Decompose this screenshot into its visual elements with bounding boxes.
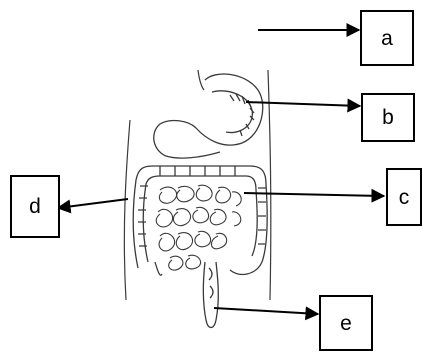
small-intestine [156,185,241,270]
label-c-text: c [399,187,410,208]
stomach [154,74,263,158]
label-box-b: b [361,93,415,142]
rectum [203,262,218,328]
large-intestine [133,166,267,275]
arrow-c [244,193,384,196]
label-box-e: e [319,295,373,351]
label-b-text: b [382,107,394,128]
label-box-c: c [386,168,422,226]
label-box-d: d [10,175,60,238]
arrow-e [214,308,318,314]
label-d-text: d [29,196,41,217]
arrow-d [58,199,128,208]
label-a-text: a [381,28,393,49]
label-e-text: e [340,313,352,334]
label-box-a: a [360,10,414,66]
